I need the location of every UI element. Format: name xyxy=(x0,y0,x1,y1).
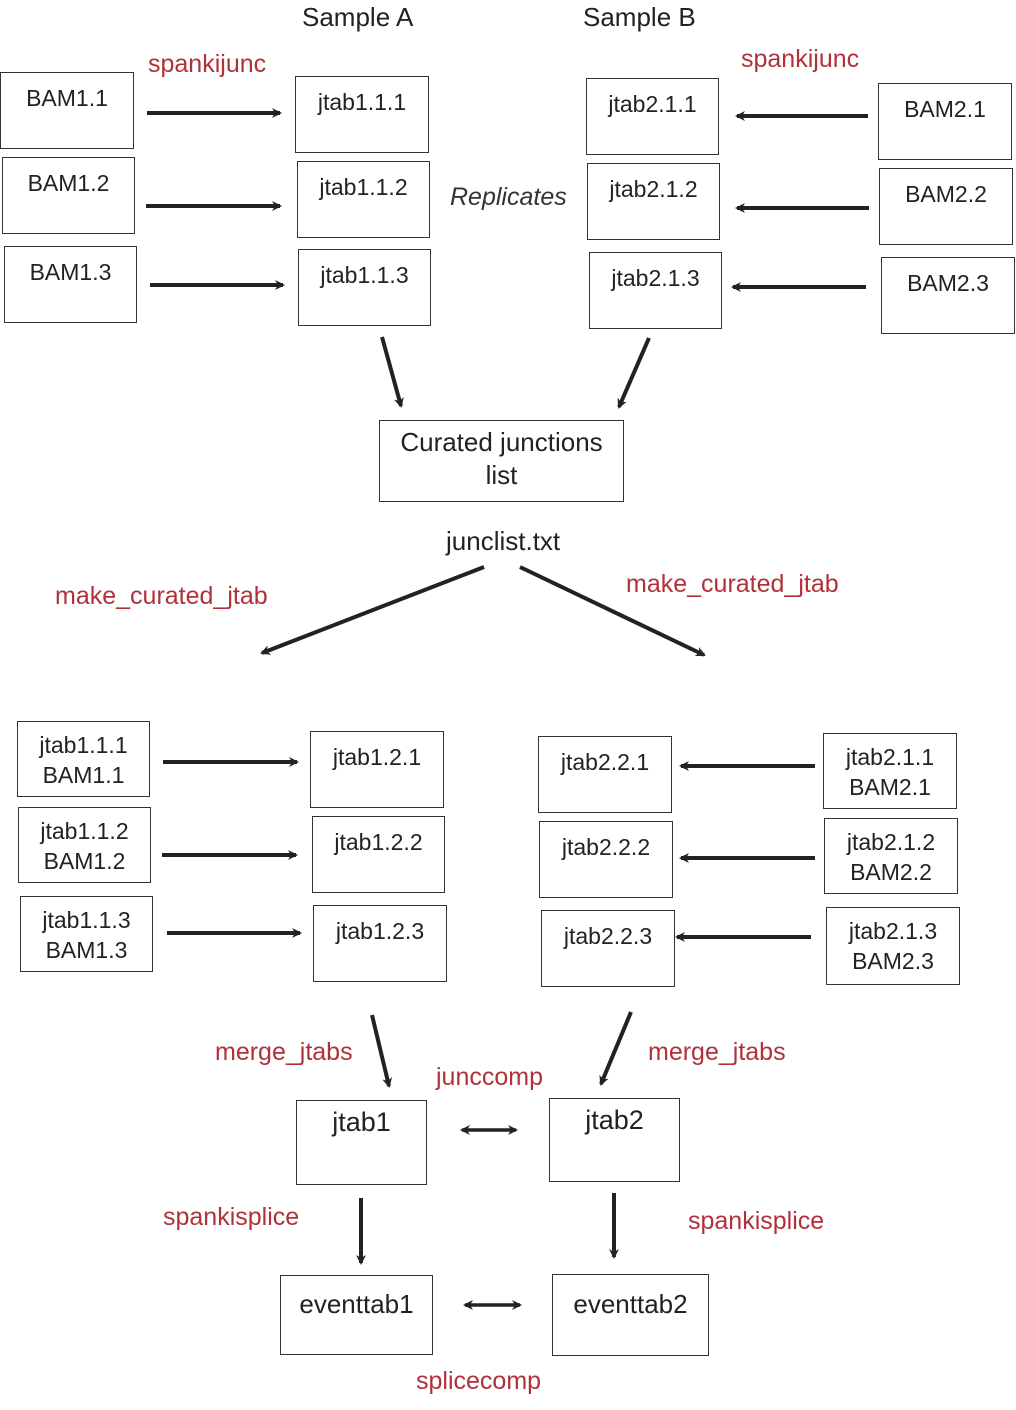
junclist-label: junclist.txt xyxy=(446,526,561,556)
node-label: eventtab2 xyxy=(573,1289,688,1319)
merge-label-a: merge_jtabs xyxy=(215,1038,353,1066)
s2-in-b-2-box: jtab2.1.2 BAM2.2 xyxy=(824,818,958,894)
node-label: jtab1 xyxy=(332,1107,391,1137)
bam1-3-box: BAM1.3 xyxy=(4,246,137,323)
node-label: jtab2.2.3 xyxy=(563,923,653,949)
node-label: eventtab1 xyxy=(299,1289,414,1319)
make-curated-label-a: make_curated_jtab xyxy=(55,582,268,610)
spankijunc-label-a: spankijunc xyxy=(148,50,267,78)
node-label: jtab1.1.2 xyxy=(319,174,408,200)
node-label: BAM1.2 xyxy=(27,170,110,196)
node-label: jtab2.1.2 xyxy=(609,176,698,202)
node-label: jtab2.1.3 BAM2.3 xyxy=(848,918,938,974)
sample-a-header: Sample A xyxy=(302,2,414,32)
jtab2-1-3-box: jtab2.1.3 xyxy=(589,252,722,329)
spankisplice-label-b: spankisplice xyxy=(688,1207,825,1235)
node-label: BAM1.1 xyxy=(26,85,108,111)
arrow-junclist-right xyxy=(519,565,706,657)
jtab2-2-3-box: jtab2.2.3 xyxy=(541,910,675,987)
bam2-3-box: BAM2.3 xyxy=(881,257,1015,334)
s2-in-b-3-box: jtab2.1.3 BAM2.3 xyxy=(826,907,960,985)
arrow-b-to-curated xyxy=(617,337,651,409)
node-label: jtab2.2.1 xyxy=(560,749,650,775)
jtab1-2-3-box: jtab1.2.3 xyxy=(313,905,447,982)
node-label: jtab1.2.1 xyxy=(332,744,422,770)
jtab1-1-1-box: jtab1.1.1 xyxy=(295,76,429,153)
splicecomp-label: splicecomp xyxy=(416,1367,542,1395)
arrow-junclist-left xyxy=(260,565,485,655)
bam2-2-box: BAM2.2 xyxy=(879,168,1013,245)
jtab1-1-2-box: jtab1.1.2 xyxy=(297,161,430,238)
junccomp-label: junccomp xyxy=(436,1063,543,1091)
jtab2-box: jtab2 xyxy=(549,1098,680,1182)
node-label: jtab2.1.2 BAM2.2 xyxy=(846,829,936,885)
bam1-1-box: BAM1.1 xyxy=(0,72,134,149)
merge-label-b: merge_jtabs xyxy=(648,1038,786,1066)
jtab2-1-2-box: jtab2.1.2 xyxy=(587,163,720,240)
bam1-2-box: BAM1.2 xyxy=(2,157,135,234)
jtab1-2-1-box: jtab1.2.1 xyxy=(310,731,444,808)
arrow-merge-a xyxy=(370,1014,392,1088)
bam2-1-box: BAM2.1 xyxy=(878,83,1012,160)
spankisplice-label-a: spankisplice xyxy=(163,1203,300,1231)
node-label: jtab1.1.3 xyxy=(320,262,409,288)
node-label: BAM2.2 xyxy=(905,181,987,207)
s2-in-a-2-box: jtab1.1.2 BAM1.2 xyxy=(18,807,151,883)
jtab2-1-1-box: jtab2.1.1 xyxy=(586,78,719,155)
node-label: Curated junctions list xyxy=(400,427,603,490)
s2-in-a-1-box: jtab1.1.1 BAM1.1 xyxy=(17,721,150,797)
node-label: BAM1.3 xyxy=(29,259,112,285)
node-label: jtab2.1.1 xyxy=(608,91,697,117)
arrow-a-to-curated xyxy=(380,336,404,408)
node-label: jtab1.1.3 BAM1.3 xyxy=(42,907,131,963)
node-label: BAM2.1 xyxy=(904,96,986,122)
node-label: BAM2.3 xyxy=(907,270,989,296)
node-label: jtab1.2.2 xyxy=(334,829,423,855)
node-label: jtab1.1.1 BAM1.1 xyxy=(39,732,128,788)
node-label: jtab2 xyxy=(585,1105,644,1135)
jtab2-2-1-box: jtab2.2.1 xyxy=(538,736,672,813)
node-label: jtab2.1.1 BAM2.1 xyxy=(845,744,935,800)
s2-in-b-1-box: jtab2.1.1 BAM2.1 xyxy=(823,733,957,809)
eventtab2-box: eventtab2 xyxy=(552,1274,709,1356)
arrow-merge-b xyxy=(599,1011,633,1086)
s2-in-a-3-box: jtab1.1.3 BAM1.3 xyxy=(20,896,153,972)
sample-b-header: Sample B xyxy=(583,2,696,32)
jtab1-1-3-box: jtab1.1.3 xyxy=(298,249,431,326)
spankijunc-label-b: spankijunc xyxy=(741,45,860,73)
eventtab1-box: eventtab1 xyxy=(280,1275,433,1355)
jtab2-2-2-box: jtab2.2.2 xyxy=(539,821,673,898)
node-label: jtab1.1.2 BAM1.2 xyxy=(40,818,129,874)
jtab1-box: jtab1 xyxy=(296,1100,427,1185)
replicates-label: Replicates xyxy=(450,183,567,211)
node-label: jtab2.2.2 xyxy=(561,834,651,860)
jtab1-2-2-box: jtab1.2.2 xyxy=(312,816,445,893)
make-curated-label-b: make_curated_jtab xyxy=(626,570,839,598)
node-label: jtab1.1.1 xyxy=(317,89,407,115)
node-label: jtab2.1.3 xyxy=(611,265,700,291)
node-label: jtab1.2.3 xyxy=(335,918,425,944)
curated-junctions-box: Curated junctions list xyxy=(379,420,624,502)
